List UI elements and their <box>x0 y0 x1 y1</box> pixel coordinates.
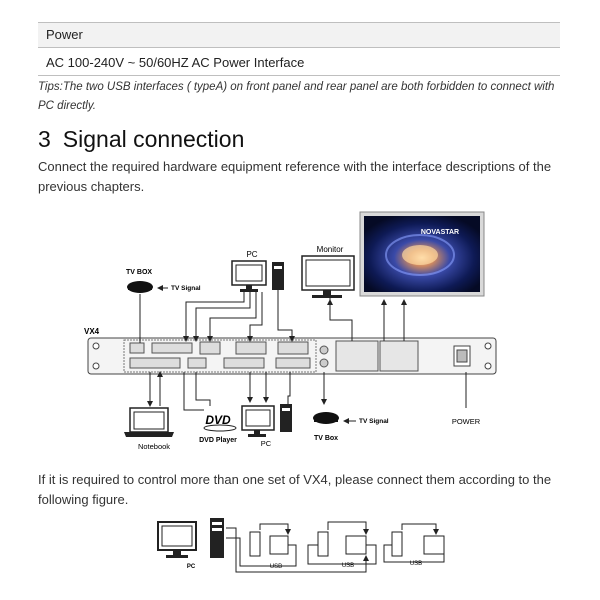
tv-box-top <box>127 281 153 293</box>
tv-box-bottom-label: TV Box <box>314 435 338 442</box>
monitor-label: Monitor <box>317 245 344 254</box>
monitor <box>301 255 355 298</box>
vx4-device <box>87 337 497 375</box>
section-number: 3 <box>38 126 51 152</box>
notebook <box>124 407 174 437</box>
dvd-player: DVD <box>203 413 237 432</box>
power-table-header: Power <box>38 22 560 48</box>
pc-top <box>231 260 284 292</box>
led-screen: NOVASTAR <box>359 211 485 297</box>
tv-box-top-label: TV BOX <box>126 269 152 276</box>
power-label: POWER <box>452 417 481 426</box>
cascade-pc <box>157 518 224 558</box>
intro-paragraph: Connect the required hardware equipment … <box>38 159 552 194</box>
pc-bottom <box>241 404 292 437</box>
section-heading: 3 Signal connection <box>38 126 244 153</box>
cascade-diagram: PC USB USB USB <box>157 518 445 573</box>
pc-top-label: PC <box>246 250 257 259</box>
cascade-pc-label: PC <box>187 564 196 570</box>
usb-label-3: USB <box>410 561 422 567</box>
dvd-logo: DVD <box>205 413 231 427</box>
usb-label-1: USB <box>270 564 282 570</box>
tips-note: Tips:The two USB interfaces ( typeA) on … <box>38 81 555 112</box>
tv-box-bottom <box>313 412 339 424</box>
cascade-paragraph: If it is required to control more than o… <box>38 472 552 507</box>
novastar-logo: NOVASTAR <box>421 229 459 236</box>
tv-signal-top-label: TV Signal <box>171 285 201 292</box>
power-table: Power AC 100-240V ~ 50/60HZ AC Power Int… <box>38 22 560 76</box>
device-label: VX4 <box>84 327 100 336</box>
connection-lines <box>139 290 407 343</box>
dvd-player-label: DVD Player <box>199 437 237 444</box>
pc-bottom-label: PC <box>261 439 272 448</box>
power-table-row: AC 100-240V ~ 50/60HZ AC Power Interface <box>38 51 560 76</box>
notebook-label: Notebook <box>138 442 170 451</box>
bottom-connection-lines <box>147 371 467 411</box>
section-title: Signal connection <box>62 126 245 152</box>
usb-label-2: USB <box>342 563 354 569</box>
tv-signal-bottom-label: TV Signal <box>359 418 389 425</box>
